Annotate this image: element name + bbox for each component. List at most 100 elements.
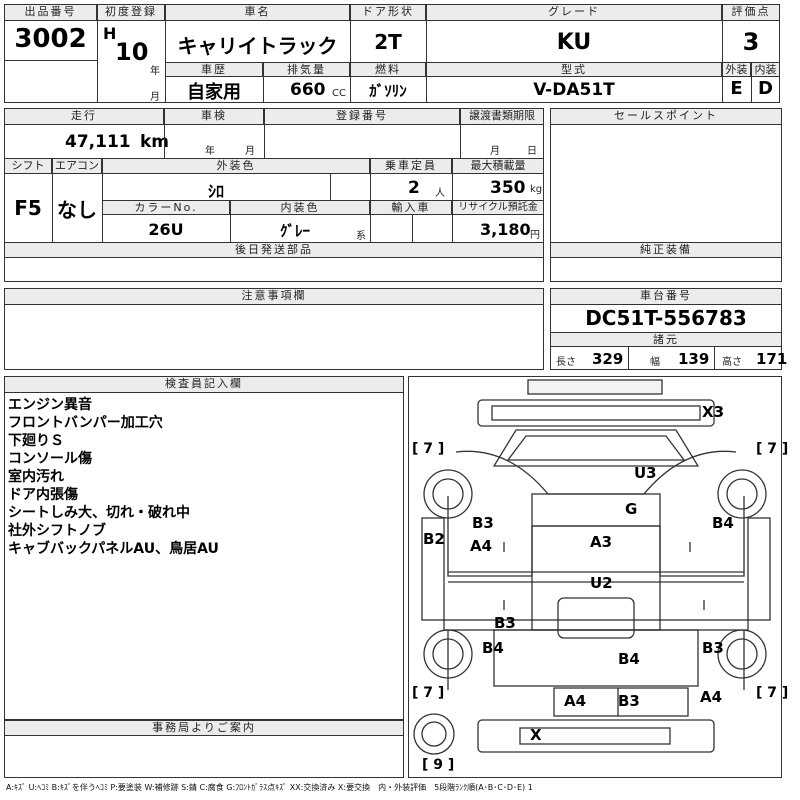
note-line: エンジン異音 <box>8 397 92 413</box>
inspector-label: 検査員記入欄 <box>4 376 404 393</box>
height-label: 高さ <box>722 357 742 368</box>
lot-no: 3002 <box>14 24 87 54</box>
chassis-no: DC51T-556783 <box>585 306 747 330</box>
mileage-label: 走行 <box>4 108 164 125</box>
length-label: 長さ <box>556 357 576 368</box>
interior-grade: D <box>758 78 773 99</box>
model-code: V-DA51T <box>533 80 615 100</box>
grade-label: グレード <box>426 4 722 21</box>
interior-label: 内装 <box>751 62 780 77</box>
capacity-label: 乗車定員 <box>370 158 452 174</box>
damage-code: B3 <box>702 639 724 657</box>
capacity-unit: 人 <box>435 188 445 199</box>
vehicle-diagram <box>408 376 782 778</box>
truck-outline-diagram <box>413 379 771 755</box>
note-line: フロントバンパー加工穴 <box>8 415 163 431</box>
month-unit: 月 <box>150 92 160 103</box>
transfer-month: 月 <box>490 146 500 157</box>
interior-color: ｸﾞﾚｰ <box>279 222 310 240</box>
note-line: 下廻りＳ <box>8 433 64 449</box>
shift: F5 <box>14 196 42 220</box>
note-line: シートしみ大、切れ・破れ中 <box>8 505 190 521</box>
note-line: 室内汚れ <box>8 469 64 485</box>
tire-depth-front-left: [ 7 ] <box>412 441 445 457</box>
car-name: キャリイトラック <box>177 34 338 58</box>
model-label: 型式 <box>426 62 722 77</box>
recycle-label: リサイクル預託金 <box>452 200 544 215</box>
damage-code: B4 <box>618 650 640 668</box>
car-name-label: 車名 <box>165 4 350 21</box>
fuel: ｶﾞｿﾘﾝ <box>369 82 407 100</box>
recycle-unit: 円 <box>530 230 540 241</box>
exterior-color: ｼﾛ <box>207 182 224 201</box>
shift-label: シフト <box>4 158 52 174</box>
era: H <box>103 24 117 43</box>
inspector-notes: エンジン異音 フロントバンパー加工穴 下廻りＳ コンソール傷 室内汚れ ドア内張… <box>8 396 219 558</box>
door-type: 2T <box>374 30 402 54</box>
color-no-label: カラーNo. <box>102 200 230 215</box>
sales-points-label: セールスポイント <box>550 108 782 125</box>
recycle-fee: 3,180 <box>480 220 531 239</box>
score-label: 評価点 <box>722 4 780 21</box>
note-line: 社外シフトノブ <box>8 523 106 539</box>
interior-color-label: 内装色 <box>230 200 370 215</box>
damage-code: B4 <box>712 514 734 532</box>
ac: なし <box>57 198 97 222</box>
equipment-label: 純正装備 <box>550 242 782 258</box>
capacity: 2 <box>408 178 420 198</box>
fuel-label: 燃料 <box>350 62 426 77</box>
note-line: ドア内張傷 <box>8 487 78 503</box>
chassis-label: 車台番号 <box>550 288 782 305</box>
damage-code: B3 <box>472 514 494 532</box>
reg-no-label: 登録番号 <box>264 108 460 125</box>
ac-label: エアコン <box>52 158 102 174</box>
first-reg-label: 初度登録 <box>97 4 165 21</box>
note-line: キャブバックパネルAU、鳥居AU <box>8 541 219 557</box>
reg-year: 10 <box>115 38 149 66</box>
later-parts-label: 後日発送部品 <box>4 242 544 258</box>
damage-code: B3 <box>618 692 640 710</box>
displacement: 660 <box>290 80 326 100</box>
year-unit: 年 <box>150 66 160 77</box>
damage-code: A3 <box>590 533 613 551</box>
exterior-label: 外装 <box>722 62 751 77</box>
damage-legend: A:ｷｽﾞ U:ﾍｺﾐ B:ｷｽﾞを伴うﾍｺﾐ P:要塗装 W:補修跡 S:錆 … <box>6 783 533 792</box>
displacement-label: 排気量 <box>263 62 350 77</box>
damage-code: B3 <box>494 614 516 632</box>
tire-depth-rear-right: [ 7 ] <box>756 685 789 701</box>
load-label: 最大積載量 <box>452 158 544 174</box>
width-label: 幅 <box>650 357 660 368</box>
mileage: 47,111 <box>65 132 131 152</box>
damage-code: A4 <box>470 537 493 555</box>
damage-code: A4 <box>700 688 723 706</box>
history-label: 車歴 <box>165 62 263 77</box>
inspection-label: 車検 <box>164 108 264 125</box>
damage-code: U3 <box>634 464 657 482</box>
damage-code: U2 <box>590 574 613 592</box>
caution-label: 注意事項欄 <box>4 288 544 305</box>
import-label: 輸入車 <box>370 200 452 215</box>
damage-code: A4 <box>564 692 587 710</box>
mileage-unit: km <box>140 132 170 152</box>
damage-code: X <box>530 726 542 744</box>
height: 171 <box>756 350 788 368</box>
office-label: 事務局よりご案内 <box>4 720 404 736</box>
tire-depth-front-right: [ 7 ] <box>756 441 789 457</box>
history: 自家用 <box>187 82 241 103</box>
inspection-month: 月 <box>245 146 255 157</box>
damage-code: B2 <box>423 530 445 548</box>
lot-no-label: 出品番号 <box>4 4 97 21</box>
displacement-unit: CC <box>332 88 346 99</box>
tire-depth-spare: [ 9 ] <box>422 757 455 773</box>
load-unit: kg <box>530 184 543 195</box>
damage-code: X3 <box>702 403 725 421</box>
door-label: ドア形状 <box>350 4 426 21</box>
exterior-color-label: 外装色 <box>102 158 370 174</box>
interior-color-unit: 系 <box>356 231 366 242</box>
transfer-label: 譲渡書類期限 <box>460 108 544 125</box>
tire-depth-rear-left: [ 7 ] <box>412 685 445 701</box>
inspection-year: 年 <box>205 146 215 157</box>
damage-code: G <box>625 500 638 518</box>
load: 350 <box>490 178 526 198</box>
score: 3 <box>742 28 760 56</box>
